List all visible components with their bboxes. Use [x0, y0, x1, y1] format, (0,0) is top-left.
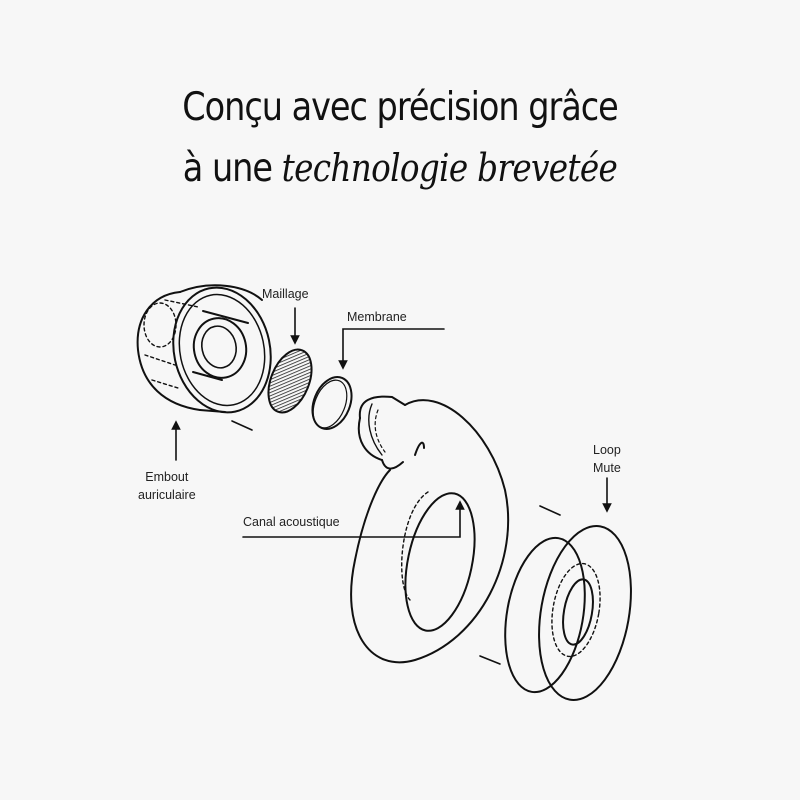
headline-line-2: à une technologie brevetée [56, 138, 744, 199]
headline-line-1: Conçu avec précision grâce [182, 85, 619, 130]
mesh-illustration [267, 348, 313, 414]
loop-mute-illustration [504, 525, 632, 701]
label-canal: Canal acoustique [243, 515, 340, 529]
headline-emphasis: technologie brevetée [281, 146, 618, 190]
label-loop-line2: Mute [593, 461, 621, 475]
label-loop-line1: Loop [593, 443, 621, 457]
label-embout-line1: Embout [145, 470, 189, 484]
loop-body-illustration [350, 395, 510, 664]
leader-lines [171, 307, 612, 665]
label-loop-mute: Loop Mute [593, 441, 621, 477]
label-embout: Embout auriculaire [138, 468, 196, 504]
headline: Conçu avec précision grâce à une technol… [0, 78, 800, 199]
label-embout-line2: auriculaire [138, 488, 196, 502]
label-membrane: Membrane [347, 310, 407, 324]
headline-prefix: à une [182, 146, 282, 191]
label-maillage: Maillage [262, 287, 309, 301]
ear-tip-illustration [136, 284, 272, 414]
membrane-illustration [311, 376, 353, 430]
